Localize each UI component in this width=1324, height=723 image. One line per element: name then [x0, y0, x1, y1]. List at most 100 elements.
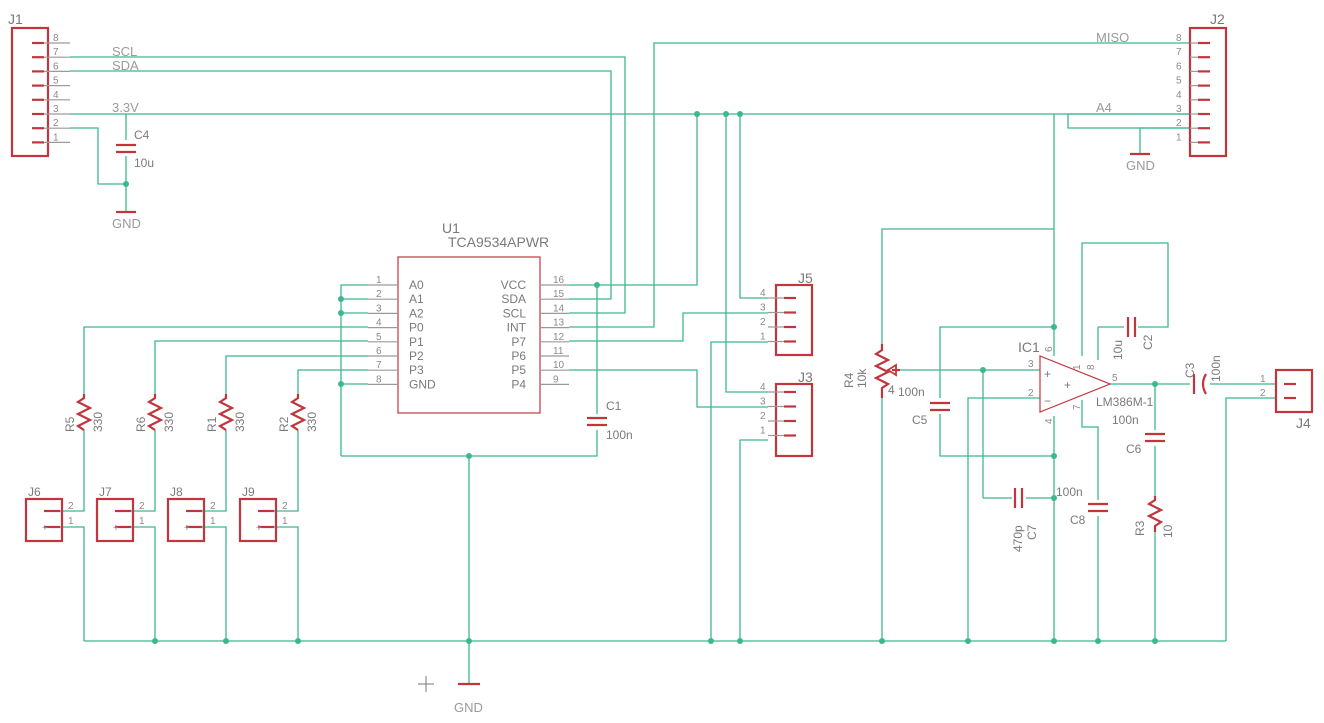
- net-label-miso: MISO: [1096, 30, 1129, 45]
- j3-pin-number: 3: [760, 397, 766, 408]
- resistor-r3[interactable]: R3 10: [1133, 496, 1175, 538]
- u1-pin-name: P6: [511, 349, 526, 363]
- resistor-r5[interactable]: R5 330: [63, 394, 105, 432]
- svg-text:470p: 470p: [1011, 525, 1025, 552]
- j1-pin-number: 6: [53, 61, 59, 72]
- j3-pin-number: 2: [760, 411, 766, 422]
- u1-pin-name: P0: [409, 321, 424, 335]
- u1-pin-name: P2: [409, 349, 424, 363]
- svg-text:3: 3: [1028, 359, 1034, 370]
- capacitor-c5[interactable]: 100n C5: [898, 385, 950, 427]
- j1-pin-number: 8: [53, 33, 59, 44]
- pin-number: 2: [139, 501, 145, 512]
- u1-pin-number: 5: [376, 332, 382, 343]
- svg-text:10k: 10k: [855, 368, 869, 388]
- plus-mark: +: [42, 523, 48, 534]
- plus-mark: +: [256, 523, 262, 534]
- u1-pin-number: 13: [553, 318, 565, 329]
- svg-text:10u: 10u: [134, 156, 154, 170]
- svg-text:4: 4: [1044, 418, 1055, 424]
- svg-text:2: 2: [1260, 388, 1266, 399]
- j5-pin-number: 3: [760, 303, 766, 314]
- capacitor-c3[interactable]: C3 100n: [1183, 355, 1223, 395]
- net-label-scl: SCL: [112, 44, 137, 59]
- svg-text:100n: 100n: [1112, 413, 1139, 427]
- connector-ref: J8: [170, 485, 183, 499]
- u1-pin-number: 15: [553, 289, 565, 300]
- u1-pin-name: VCC: [501, 278, 527, 292]
- u1-pin-number: 7: [376, 360, 382, 371]
- pin-number: 1: [139, 516, 145, 527]
- ic1-value: LM386M-1: [1096, 395, 1154, 409]
- u1-pin-number: 9: [553, 374, 559, 385]
- j1-ref: J1: [8, 11, 23, 27]
- svg-text:6: 6: [1044, 346, 1055, 352]
- svg-text:GND: GND: [1126, 158, 1155, 173]
- svg-text:GND: GND: [454, 700, 483, 715]
- svg-text:C2: C2: [1141, 334, 1155, 350]
- u1-pin-name: SCL: [503, 306, 527, 320]
- u1-pin-number: 12: [553, 332, 565, 343]
- j2-pin-number: 5: [1176, 76, 1182, 87]
- svg-text:C4: C4: [134, 128, 150, 142]
- svg-text:J5: J5: [798, 270, 813, 286]
- u1-pin-number: 14: [553, 303, 565, 314]
- svg-text:R4: R4: [842, 372, 856, 388]
- plus-mark: +: [113, 523, 119, 534]
- capacitor-c1[interactable]: C1 100n: [587, 399, 633, 442]
- svg-text:R3: R3: [1133, 520, 1147, 536]
- j5-pin-number: 1: [760, 332, 766, 343]
- ic1-plus: +: [1044, 367, 1051, 381]
- capacitor-c2[interactable]: 10u C2: [1111, 317, 1155, 360]
- u1-pin-number: 6: [376, 346, 382, 357]
- u1-pin-name: A0: [409, 278, 424, 292]
- u1-pin-name: GND: [409, 377, 436, 391]
- junctions: [123, 111, 1158, 644]
- svg-text:100n: 100n: [898, 385, 925, 399]
- svg-text:100n: 100n: [1209, 355, 1223, 382]
- svg-text:1: 1: [1260, 374, 1266, 385]
- potentiometer-r4[interactable]: R4 10k 4: [842, 344, 900, 398]
- resistor-value: 330: [233, 412, 247, 432]
- svg-text:C3: C3: [1183, 362, 1197, 378]
- resistor-ref: R2: [277, 416, 291, 432]
- svg-text:C1: C1: [606, 399, 622, 413]
- svg-text:8: 8: [1086, 364, 1097, 370]
- j1-pin-number: 4: [53, 90, 59, 101]
- resistor-ref: R5: [63, 416, 77, 432]
- u1-pin-name: SDA: [501, 292, 526, 306]
- capacitor-c8[interactable]: 100n C8: [1056, 485, 1108, 527]
- j2-pin-number: 3: [1176, 104, 1182, 115]
- gnd-symbol-j2: GND: [1126, 152, 1155, 173]
- wires: [60, 42, 1276, 683]
- svg-text:J4: J4: [1296, 415, 1311, 431]
- svg-text:10u: 10u: [1111, 340, 1125, 360]
- u1-pin-number: 8: [376, 374, 382, 385]
- connector-j4[interactable]: 1 2 J4: [1260, 368, 1314, 431]
- svg-text:C8: C8: [1070, 513, 1086, 527]
- resistor-value: 330: [91, 412, 105, 432]
- u1-pin-name: A1: [409, 292, 424, 306]
- svg-text:4: 4: [888, 383, 895, 397]
- net-label-3v3: 3.3V: [112, 100, 139, 115]
- pin-number: 2: [68, 501, 74, 512]
- svg-text:5: 5: [1112, 373, 1118, 384]
- capacitor-c7[interactable]: 470p C7: [1011, 488, 1039, 552]
- capacitor-c4[interactable]: C4 10u: [116, 128, 154, 170]
- j2-pin-number: 2: [1176, 118, 1182, 129]
- amplifier-ic1[interactable]: + − + IC1 LM386M-1 3 2 5 6 4 1 8 7: [1018, 339, 1154, 424]
- capacitor-c6[interactable]: 100n C6: [1112, 413, 1165, 456]
